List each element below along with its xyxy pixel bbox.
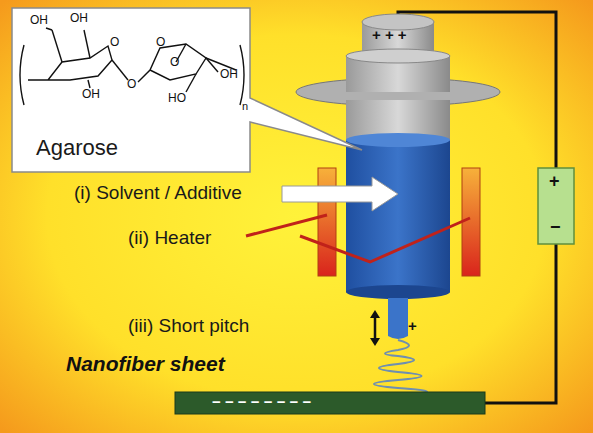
atom-label: HO [168, 92, 186, 105]
atom-label: n [242, 100, 248, 112]
charge-sign: + + + [372, 27, 407, 44]
step-label: (iii) Short pitch [128, 316, 249, 337]
power-supply [538, 168, 574, 244]
step-label: (i) Solvent / Additive [74, 183, 242, 204]
pitch-arrow [370, 310, 380, 346]
step-label: (ii) Heater [128, 228, 211, 249]
atom-label: OH [30, 14, 48, 27]
heater [462, 168, 480, 276]
charge-sign: + [549, 172, 560, 192]
collector [175, 392, 485, 414]
atom-label: O [110, 36, 119, 49]
input-arrow [282, 177, 398, 211]
fiber-jet [374, 340, 427, 394]
atom-label: OH [82, 88, 100, 101]
polymer-solution [346, 140, 450, 292]
wire [485, 242, 556, 403]
charge-sign: − [550, 218, 561, 238]
atom-label: O [156, 36, 165, 49]
atom-label: O [170, 56, 179, 69]
part-label: Nanofiber sheet [66, 352, 225, 375]
structure-name: Agarose [36, 136, 118, 160]
chemical-structure [20, 28, 244, 105]
charge-sign: + [408, 318, 417, 335]
leader-line [246, 215, 327, 236]
atom-label: OH [70, 12, 88, 25]
needle [388, 298, 408, 339]
atom-label: O [127, 78, 136, 91]
charge-sign: − − − − − − − − [212, 394, 311, 411]
atom-label: OH [220, 68, 238, 81]
leader-line [300, 218, 470, 262]
callout-box [12, 8, 362, 172]
heater [318, 168, 336, 276]
